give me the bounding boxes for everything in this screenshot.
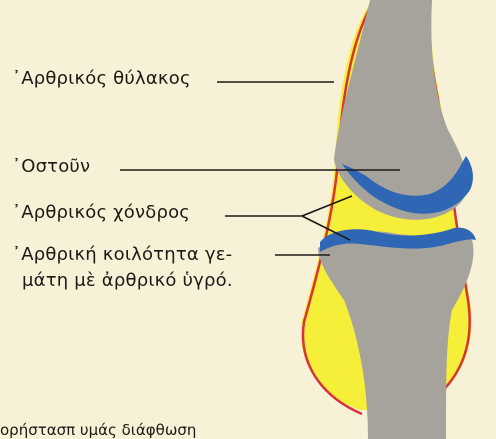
label-articular-cartilage: ᾿Αρθρικός χόνδρος	[12, 202, 190, 223]
label-joint-cavity-line2: μάτη μὲ ἀρθρικό ὑγρό.	[22, 270, 233, 291]
bottom-caption: ορήστασπ υμάς διάφθωση	[0, 421, 196, 439]
label-bone: ᾿Οστοῦν	[12, 156, 90, 177]
label-joint-capsule: ᾿Αρθρικός θύλακος	[12, 68, 191, 89]
label-joint-cavity-line1: ᾿Αρθρική κοιλότητα γε-	[12, 244, 232, 265]
